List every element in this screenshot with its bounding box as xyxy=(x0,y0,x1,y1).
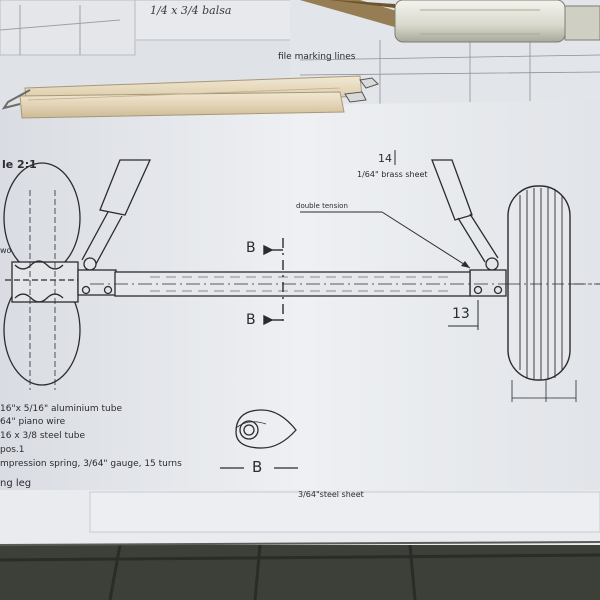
section-mark-top: B xyxy=(246,240,256,256)
right-strut xyxy=(394,150,507,297)
scale-label: le 2:1 xyxy=(2,158,37,171)
steel-sheet-label: 3/64"steel sheet xyxy=(298,490,364,499)
legend-item: ng leg xyxy=(0,478,32,489)
legend-item: 16 x 3/8 steel tube xyxy=(0,431,85,441)
main-plan-sheet xyxy=(0,100,600,520)
section-mark-bottom: B xyxy=(246,312,256,328)
legend-item: pos.1 xyxy=(0,445,25,455)
floor-tiles xyxy=(0,545,600,600)
left-wheel xyxy=(3,162,95,390)
legend-item: mpression spring, 3/64" gauge, 15 turns xyxy=(0,459,182,469)
part-number: 14 xyxy=(378,152,392,165)
dimension-13 xyxy=(448,300,479,330)
syringe xyxy=(300,0,600,43)
dimension-13-label: 13 xyxy=(452,306,470,322)
right-wheel xyxy=(507,185,600,402)
double-tension-label: double tension xyxy=(296,202,348,210)
section-b-detail xyxy=(220,409,298,469)
legend-item: 16"x 5/16" aluminium tube xyxy=(0,404,122,414)
section-b-label: B xyxy=(252,458,263,476)
file-marking-label: file marking lines xyxy=(278,52,356,62)
balsa-note: 1/4 x 3/4 balsa xyxy=(150,4,232,17)
left-strut xyxy=(77,159,152,296)
brass-sheet-label: 1/64" brass sheet xyxy=(357,170,428,179)
section-cut-line xyxy=(263,238,284,326)
top-left-sheet xyxy=(0,0,136,56)
side-fragment-label: wo xyxy=(0,246,12,255)
legend-item: 64" piano wire xyxy=(0,417,66,427)
balsa-sticks xyxy=(1,75,379,119)
axle-tube xyxy=(90,271,600,297)
